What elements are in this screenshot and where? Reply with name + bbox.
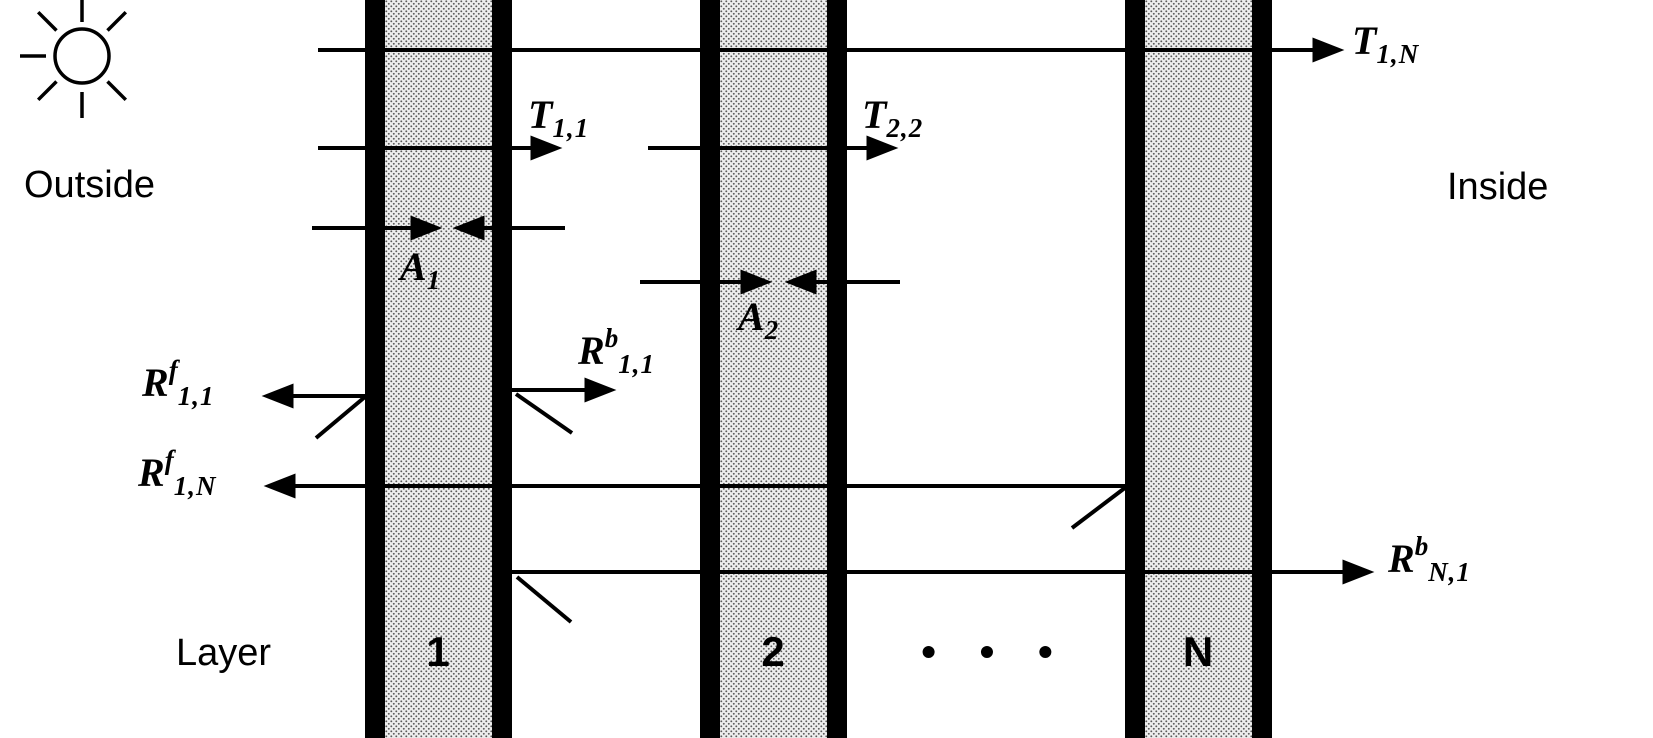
label-rbn1: RbN,1 — [1388, 532, 1471, 586]
label-t22-base: T — [862, 92, 887, 137]
label-t11: T1,1 — [528, 92, 589, 143]
layer2-back-surface — [827, 0, 847, 738]
label-rf1n-sub: 1,N — [173, 471, 217, 501]
layerN-front-surface — [1125, 0, 1145, 738]
slash-rf1n — [1070, 476, 1140, 530]
label-t1n: T1,N — [1352, 18, 1419, 69]
slash-rbn1 — [515, 575, 573, 624]
layer-ellipsis: • • • — [921, 628, 1069, 675]
label-rf1n: Rf1,N — [138, 446, 216, 500]
label-rf1n-sup: f — [164, 445, 174, 475]
label-a1-sub: 1 — [426, 265, 442, 295]
outside-label: Outside — [24, 164, 155, 206]
flux-arrows — [261, 37, 1375, 624]
layer-bar-2 — [700, 0, 847, 738]
layer-number-1: 1 — [426, 628, 450, 675]
slash-rf11 — [314, 384, 380, 440]
label-a2-base: A — [738, 294, 765, 339]
layer-bar-1 — [365, 0, 512, 738]
label-rb11-base: R — [578, 328, 605, 373]
label-rb11-sup: b — [604, 323, 619, 353]
layer2-front-surface — [700, 0, 720, 738]
label-rf1n-base: R — [138, 450, 165, 495]
label-a2: A2 — [738, 294, 779, 345]
sun-icon — [20, 0, 128, 118]
layer1-back-surface — [492, 0, 512, 738]
layerN-back-surface — [1252, 0, 1272, 738]
layer2-body — [720, 0, 827, 738]
layer1-front-surface — [365, 0, 385, 738]
label-a2-sub: 2 — [764, 315, 780, 345]
layer-caption: Layer — [176, 632, 272, 674]
label-rbn1-sup: b — [1414, 531, 1429, 561]
label-a1: A1 — [400, 244, 441, 295]
label-t11-base: T — [528, 92, 553, 137]
layer-bar-n — [1125, 0, 1272, 738]
label-rbn1-base: R — [1388, 536, 1415, 581]
layer-number-n: N — [1182, 628, 1214, 675]
layer1-body — [385, 0, 492, 738]
layer-number-2: 2 — [761, 628, 785, 675]
label-rf11-sup: f — [168, 355, 178, 385]
label-rf11: Rf1,1 — [142, 356, 214, 410]
label-rf11-base: R — [142, 360, 169, 405]
label-rf11-sub: 1,1 — [177, 381, 215, 411]
layerN-body — [1145, 0, 1252, 738]
label-t22-sub: 2,2 — [886, 113, 924, 143]
label-t1n-sub: 1,N — [1376, 39, 1420, 69]
label-t1n-base: T — [1352, 18, 1377, 63]
label-rb11-sub: 1,1 — [618, 349, 655, 379]
label-rbn1-sub: N,1 — [1428, 557, 1471, 587]
label-t11-sub: 1,1 — [552, 113, 590, 143]
label-a1-base: A — [400, 244, 427, 289]
inside-label: Inside — [1447, 166, 1549, 208]
label-t22: T2,2 — [862, 92, 923, 143]
label-rb11: Rb1,1 — [578, 324, 655, 378]
slash-rb11 — [514, 392, 574, 435]
